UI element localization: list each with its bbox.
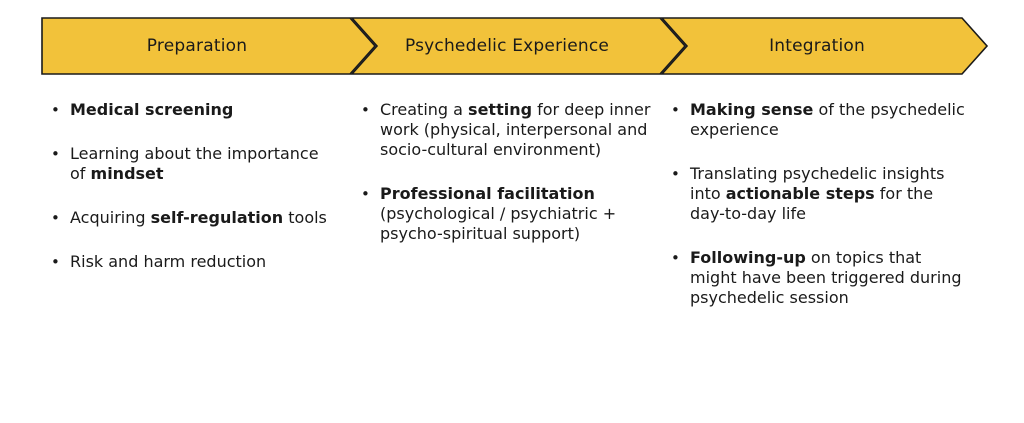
text-segment: of the psychedelic experience — [690, 100, 965, 139]
bold-text: setting — [468, 100, 533, 119]
list-item: Learning about the importance of mindset — [48, 144, 338, 184]
list-item: Creating a setting for deep inner work (… — [358, 100, 658, 160]
bold-text: self-regulation — [150, 208, 284, 227]
list-item: Translating psychedelic insights into ac… — [668, 164, 968, 224]
text-segment: for the day-to-day life — [690, 184, 934, 223]
chevron-integration — [660, 17, 989, 75]
text-segment: Creating a — [380, 100, 469, 119]
bold-text: Making sense — [690, 100, 814, 119]
text-segment: for deep inner work (physical, interpers… — [380, 100, 651, 159]
psychedelic-experience-list: Creating a setting for deep inner work (… — [358, 100, 658, 268]
chevron-psychedelic-experience — [350, 17, 687, 75]
bold-text: Professional facilitation — [380, 184, 595, 203]
text-segment: tools — [283, 208, 327, 227]
list-item: Following-up on topics that might have b… — [668, 248, 968, 308]
integration-list: Making sense of the psychedelic experien… — [668, 100, 968, 332]
list-item: Risk and harm reduction — [48, 252, 338, 272]
text-segment: Risk and harm reduction — [70, 252, 267, 271]
preparation-list: Medical screeningLearning about the impo… — [48, 100, 338, 296]
bold-text: mindset — [90, 164, 164, 183]
chevron-preparation — [41, 17, 377, 75]
stage-label-preparation: Preparation — [146, 36, 248, 56]
list-item: Professional facilitation (psychological… — [358, 184, 658, 244]
process-chevrons — [41, 17, 989, 75]
list-item: Medical screening — [48, 100, 338, 120]
text-segment: Learning about the importance of — [70, 144, 319, 183]
list-item: Acquiring self-regulation tools — [48, 208, 338, 228]
text-segment: Acquiring — [70, 208, 151, 227]
stage-label-psychedelic-experience: Psychedelic Experience — [404, 36, 610, 56]
bold-text: actionable steps — [725, 184, 875, 203]
text-segment: on topics that might have been triggered… — [690, 248, 962, 307]
bold-text: Medical screening — [70, 100, 234, 119]
text-segment: (psychological / psychiatric + psycho-sp… — [380, 204, 617, 243]
list-item: Making sense of the psychedelic experien… — [668, 100, 968, 140]
text-segment: Translating psychedelic insights into — [690, 164, 945, 203]
bold-text: Following-up — [690, 248, 806, 267]
stage-label-integration: Integration — [769, 36, 865, 56]
